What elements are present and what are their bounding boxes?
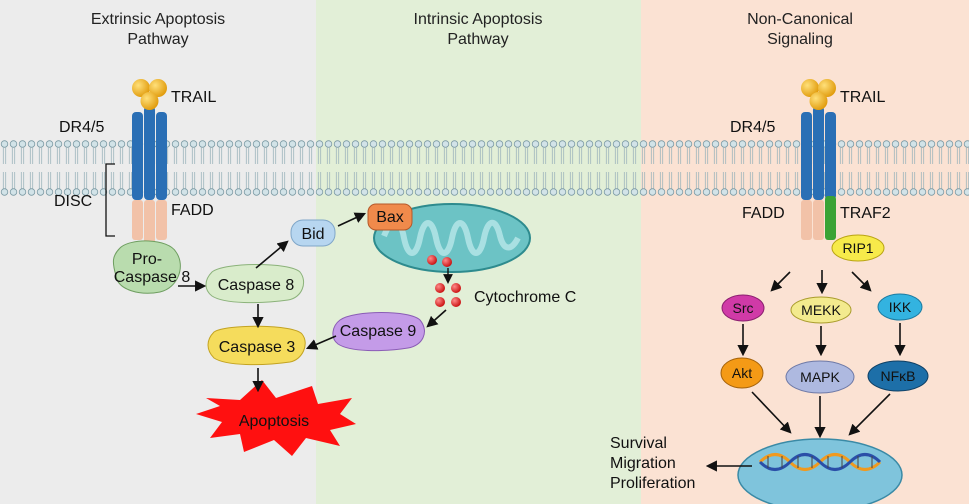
cytochrome-dot-5	[435, 297, 445, 307]
fadd-domain-1	[132, 200, 143, 240]
bid-blob	[290, 219, 336, 247]
caspase8-label: Caspase 8	[218, 277, 295, 294]
caspase8-blob	[205, 264, 304, 304]
intrinsic-title-line1: Intrinsic Apoptosis	[414, 11, 543, 28]
traf2-domain	[825, 196, 836, 240]
arrow-cytochrome-to-caspase9	[426, 309, 447, 328]
caspase3-label: Caspase 3	[219, 339, 296, 356]
noncanonical-title-line2: Signaling	[767, 31, 833, 48]
arrow-caspase9-to-caspase3	[305, 335, 337, 350]
nc-trail-ball-1	[801, 79, 819, 97]
nc-dr45-label: DR4/5	[730, 119, 775, 136]
mekk-label: MEKK	[801, 302, 841, 318]
disc-label: DISC	[54, 193, 92, 210]
nc-trail-label: TRAIL	[840, 89, 885, 106]
caspase9-blob	[332, 312, 425, 352]
akt-label: Akt	[732, 365, 752, 381]
bax-label: Bax	[376, 209, 404, 226]
ikk-blob	[877, 293, 923, 321]
nfkb-label: NFκB	[881, 368, 916, 384]
nc-fadd-label: FADD	[742, 205, 785, 222]
rip1-blob	[831, 234, 885, 262]
fadd-domain-2	[144, 200, 155, 244]
extrinsic-title-line1: Extrinsic Apoptosis	[91, 11, 225, 28]
outcome-proliferation: Proliferation	[610, 475, 695, 492]
bax-blob	[367, 203, 413, 231]
akt-blob	[720, 357, 764, 389]
cytochrome-dot-6	[451, 297, 461, 307]
dr45-receptor-right	[156, 112, 167, 200]
disc-bracket	[105, 163, 115, 237]
nc-trail-ball-3	[809, 92, 828, 110]
outcome-survival: Survival	[610, 435, 667, 452]
extrinsic-dr45-label: DR4/5	[59, 119, 104, 136]
procaspase8-label-line1: Pro-	[132, 251, 162, 268]
traf2-label: TRAF2	[840, 205, 891, 222]
noncanonical-receptor-complex	[801, 79, 836, 240]
procaspase8-blob	[112, 240, 181, 294]
caspase9-label: Caspase 9	[340, 323, 417, 340]
trail-ball-3	[140, 92, 159, 110]
outcome-migration: Migration	[610, 455, 676, 472]
nfkb-blob	[867, 360, 929, 392]
cytochrome-dot-3	[435, 283, 445, 293]
src-label: Src	[733, 300, 754, 316]
cytochrome-dot-1	[427, 255, 437, 265]
intrinsic-title-line2: Pathway	[447, 31, 508, 48]
nc-dr45-receptor-middle	[813, 106, 824, 200]
nc-fadd-domain-2	[813, 200, 824, 240]
dr45-receptor-middle	[144, 106, 155, 200]
dna-helix	[758, 453, 882, 471]
arrow-caspase8-to-bid	[255, 240, 289, 269]
cytochrome-c-label: Cytochrome C	[474, 289, 576, 306]
arrow-bid-to-bax	[337, 212, 367, 227]
extrinsic-fadd-label: FADD	[171, 202, 214, 219]
procaspase8-label-line2: Caspase 8	[114, 269, 191, 286]
mapk-label: MAPK	[800, 369, 840, 385]
mapk-blob	[785, 360, 855, 394]
noncanonical-title-line1: Non-Canonical	[747, 11, 853, 28]
trail-ball-2	[149, 79, 167, 97]
mekk-blob	[790, 296, 852, 324]
caspase3-blob	[207, 325, 306, 366]
nc-dr45-receptor-left	[801, 112, 812, 200]
arrow-nfkb-to-nucleus	[848, 393, 891, 436]
extrinsic-title-line2: Pathway	[127, 31, 188, 48]
rip1-label: RIP1	[842, 240, 873, 256]
apoptosis-burst	[196, 380, 356, 456]
cytochrome-dot-2	[442, 257, 452, 267]
nc-dr45-receptor-right	[825, 112, 836, 200]
arrow-akt-to-nucleus	[751, 391, 792, 434]
arrow-to-src	[770, 271, 791, 292]
nc-fadd-domain-1	[801, 200, 812, 240]
extrinsic-trail-label: TRAIL	[171, 89, 216, 106]
nucleus	[737, 438, 903, 504]
nc-trail-ball-2	[818, 79, 836, 97]
cytochrome-dot-4	[451, 283, 461, 293]
extrinsic-receptor-complex	[132, 79, 167, 244]
bid-label: Bid	[301, 226, 324, 243]
fadd-domain-3	[156, 200, 167, 240]
trail-ball-1	[132, 79, 150, 97]
ikk-label: IKK	[889, 299, 912, 315]
dr45-receptor-left	[132, 112, 143, 200]
apoptosis-label: Apoptosis	[239, 413, 309, 430]
src-blob	[721, 294, 765, 322]
noncanonical-panel	[641, 0, 969, 504]
arrow-to-ikk	[851, 271, 872, 292]
mitochondrion-cristae	[381, 218, 521, 256]
